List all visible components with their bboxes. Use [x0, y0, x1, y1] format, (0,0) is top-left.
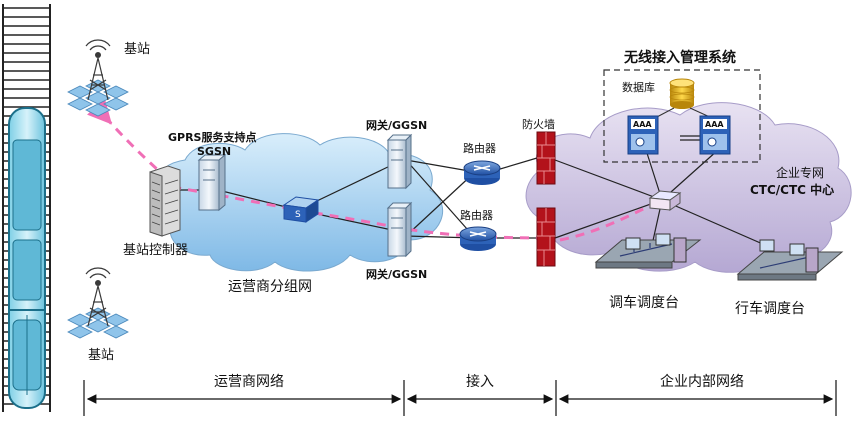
- enterprise-net-label: 企业专网: [776, 165, 824, 180]
- switch-icon: S: [282, 196, 320, 223]
- svg-text:S: S: [295, 210, 301, 220]
- operator-packet-net-label: 运营商分组网: [228, 279, 312, 295]
- zone-access-label: 接入: [466, 373, 494, 390]
- train: [8, 107, 46, 409]
- shunting-console-label: 调车调度台: [609, 294, 679, 311]
- ggsn-bottom-label: 网关/GGSN: [366, 267, 427, 281]
- ggsn-top-label: 网关/GGSN: [366, 118, 427, 132]
- firewall-label: 防火墙: [522, 117, 555, 131]
- aaa-left-label: AAA: [633, 120, 652, 129]
- sgsn-label: SGSN: [197, 145, 231, 158]
- wireless-mgmt-box: [603, 69, 761, 163]
- aaa-right-label: AAA: [705, 120, 724, 129]
- bsc-rack-icon: [149, 165, 181, 237]
- base-station-top-label: 基站: [124, 42, 150, 57]
- sgsn-server-icon: [197, 153, 227, 212]
- ggsn-top-server-icon: [386, 133, 413, 190]
- zone-enterprise-internal-label: 企业内部网络: [660, 373, 744, 390]
- base-station-top-icon: [67, 39, 129, 117]
- train-console-label: 行车调度台: [735, 300, 805, 317]
- zone-operator-network-label: 运营商网络: [214, 374, 284, 390]
- enterprise-switch-icon: [648, 190, 682, 211]
- base-station-bottom-icon: [67, 267, 129, 339]
- database-icon: [669, 78, 695, 109]
- bsc-label: 基站控制器: [123, 243, 188, 258]
- aaa-left-server-icon: [627, 115, 659, 155]
- firewall-top-icon: [536, 131, 556, 185]
- zone-bar: [83, 380, 837, 416]
- aaa-right-server-icon: [699, 115, 731, 155]
- firewall-bottom-icon: [536, 207, 556, 267]
- enterprise-cloud: [525, 102, 852, 273]
- wireless-mgmt-label: 无线接入管理系统: [623, 49, 736, 66]
- router-bottom-icon: [459, 226, 497, 251]
- ctc-center-label: CTC/CTC 中心: [750, 182, 834, 197]
- database-label: 数据库: [622, 80, 655, 94]
- sgsn-title-label: GPRS服务支持点: [168, 130, 256, 144]
- router-top-icon: [463, 160, 501, 185]
- shunting-pc-icon: [625, 233, 687, 263]
- router-top-label: 路由器: [463, 141, 496, 155]
- base-station-bottom-label: 基站: [88, 348, 114, 363]
- router-bottom-label: 路由器: [460, 208, 493, 222]
- train-pc-icon: [759, 239, 819, 273]
- ggsn-bottom-server-icon: [386, 201, 413, 258]
